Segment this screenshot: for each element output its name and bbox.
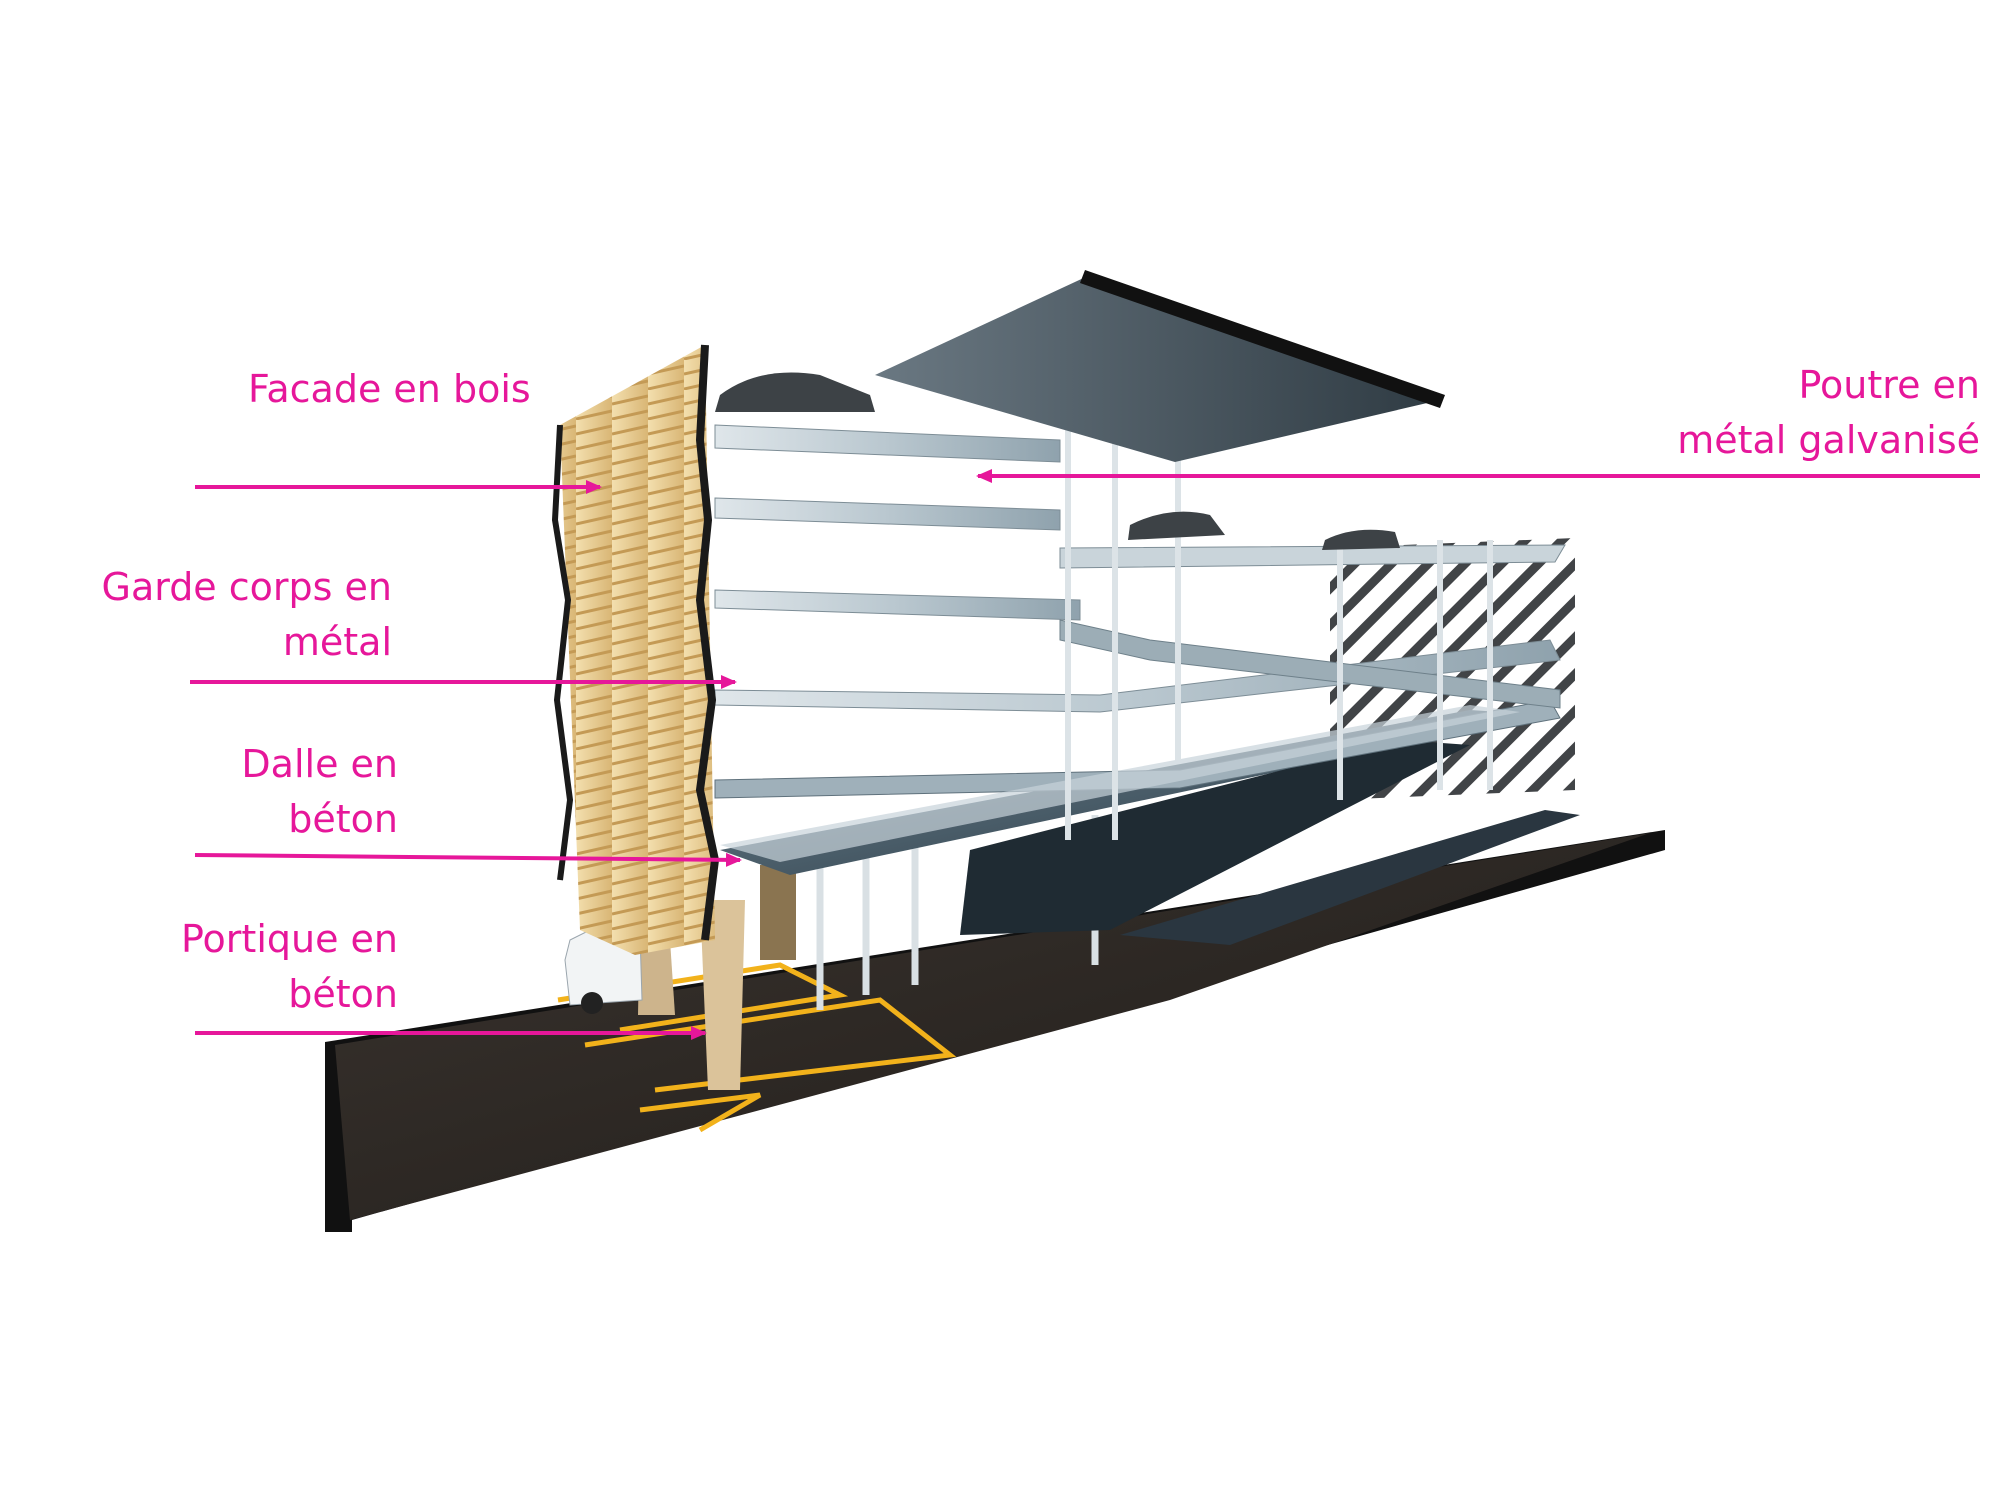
leader-dalle [194, 852, 742, 867]
ground-asphalt [335, 833, 1650, 1220]
label-line: métal galvanisé [1677, 418, 1980, 462]
label-line: Dalle en [241, 742, 398, 786]
label-facade-wood: Facade en bois [248, 362, 531, 417]
label-concrete-portal: Portique en béton [100, 912, 398, 1022]
roof-canopy [875, 270, 1445, 462]
label-metal-railing: Garde corps en métal [100, 560, 393, 670]
label-line: béton [288, 797, 398, 841]
floor-slabs [714, 424, 1561, 862]
parked-cars [715, 372, 1400, 550]
label-line: Facade en bois [248, 367, 531, 411]
label-line: Poutre en [1798, 363, 1980, 407]
annotation-leaders [190, 469, 1980, 1040]
label-line: béton [288, 972, 398, 1016]
wood-facade [551, 344, 720, 955]
label-galvanized-beam: Poutre en métal galvanisé [1560, 358, 1980, 468]
label-line: métal [282, 620, 392, 664]
ramp-deck-bottom [1120, 810, 1580, 945]
label-line: Garde corps en [101, 565, 393, 609]
label-line: Portique en [180, 917, 398, 961]
label-concrete-slab: Dalle en béton [100, 737, 398, 847]
